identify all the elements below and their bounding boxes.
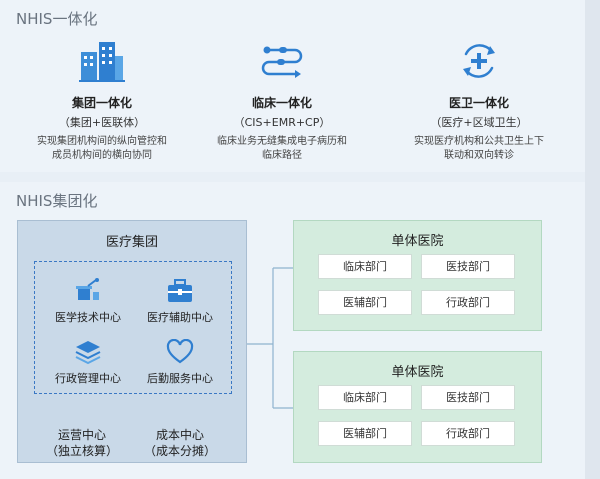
feature-description: 实现医疗机构和公共卫生上下 联动和双向转诊 <box>414 136 544 161</box>
lab-icon <box>74 278 102 304</box>
workflow-icon <box>257 38 307 84</box>
single-hospital-2: 单体医院 临床部门 医技部门 医辅部门 行政部门 <box>293 351 542 463</box>
dept-medaux: 医辅部门 <box>318 290 412 315</box>
dept-medtech: 医技部门 <box>421 254 515 279</box>
feature-subtitle: （CIS+EMR+CP） <box>233 116 331 129</box>
operation-center: 运营中心 （独立核算） <box>45 428 118 458</box>
dept-clinical: 临床部门 <box>318 385 412 410</box>
feature-title: 集团一体化 <box>71 96 132 110</box>
connector-lines <box>247 267 293 409</box>
dept-admin: 行政部门 <box>421 421 515 446</box>
feature-subtitle: （医疗+区域卫生） <box>430 116 528 129</box>
scrollbar-track[interactable] <box>585 0 600 479</box>
feature-subtitle: （集团+医联体） <box>58 116 146 129</box>
centers-dashed-box: 医学技术中心 医疗辅助中心 行政管理中心 <box>34 261 232 394</box>
hospital-title: 单体医院 <box>391 365 444 380</box>
medical-group-box: 医疗集团 医学技术中心 <box>17 220 247 463</box>
cost-center: 成本中心 （成本分摊） <box>143 428 216 458</box>
section-title-group: NHIS集团化 <box>16 192 98 210</box>
center-medical-aux: 医疗辅助中心 <box>135 278 225 325</box>
dept-medtech: 医技部门 <box>421 385 515 410</box>
center-logistics: 后勤服务中心 <box>135 338 225 386</box>
center-medical-tech: 医学技术中心 <box>43 278 133 325</box>
feature-title: 医卫一体化 <box>448 96 509 110</box>
feature-title: 临床一体化 <box>251 96 312 110</box>
heart-icon <box>166 338 194 365</box>
feature-medical-health-integration: 医卫一体化 （医疗+区域卫生） 实现医疗机构和公共卫生上下 联动和双向转诊 <box>394 38 564 163</box>
feature-clinical-integration: 临床一体化 （CIS+EMR+CP） 临床业务无缝集成电子病历和 临床路径 <box>197 38 367 163</box>
group-title: 医疗集团 <box>105 235 158 250</box>
feature-group-integration: 集团一体化 （集团+医联体） 实现集团机构间的纵向管控和 成员机构间的横向协同 <box>17 38 187 163</box>
buildings-icon <box>77 38 127 84</box>
dept-clinical: 临床部门 <box>318 254 412 279</box>
stack-icon <box>74 339 102 365</box>
section-title-integration: NHIS一体化 <box>16 10 98 28</box>
dept-medaux: 医辅部门 <box>318 421 412 446</box>
cycle-plus-icon <box>454 38 504 84</box>
hospital-title: 单体医院 <box>391 234 444 249</box>
medical-kit-icon <box>166 278 194 304</box>
integration-panel <box>0 0 585 172</box>
dept-admin: 行政部门 <box>421 290 515 315</box>
center-admin: 行政管理中心 <box>43 339 133 386</box>
single-hospital-1: 单体医院 临床部门 医技部门 医辅部门 行政部门 <box>293 220 542 331</box>
feature-description: 临床业务无缝集成电子病历和 临床路径 <box>217 136 347 161</box>
feature-description: 实现集团机构间的纵向管控和 成员机构间的横向协同 <box>37 136 167 161</box>
